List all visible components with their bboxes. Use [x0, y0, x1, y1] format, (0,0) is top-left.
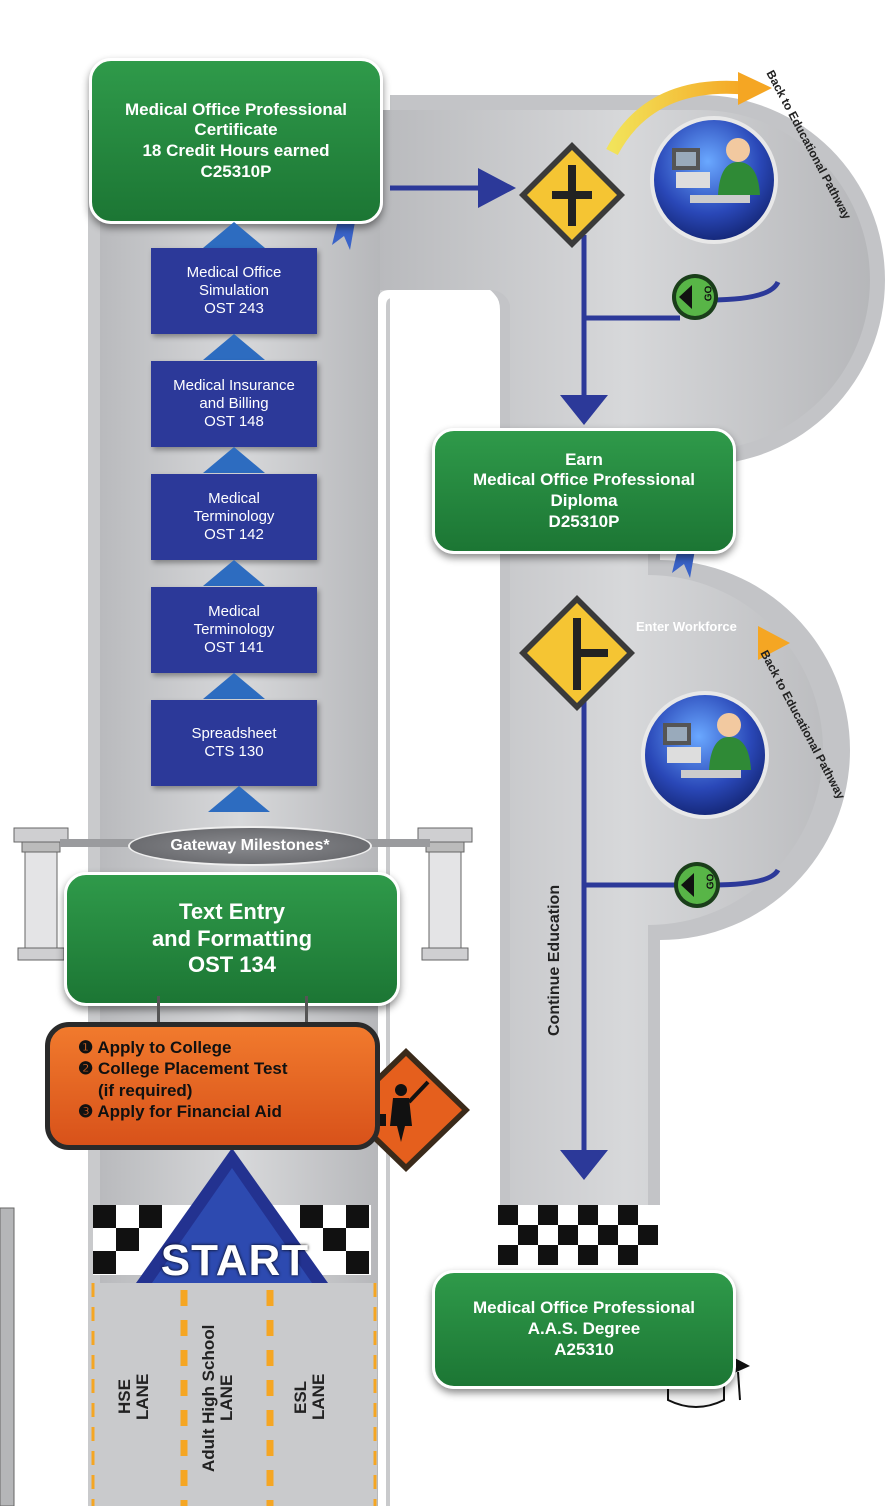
course-box-4: Spreadsheet CTS 130 — [151, 700, 317, 786]
course-box-0: Medical Office Simulation OST 243 — [151, 248, 317, 334]
start-label: START — [160, 1236, 310, 1285]
diploma-box: Earn Medical Office Professional Diploma… — [432, 428, 736, 554]
course-arrow-1 — [203, 334, 265, 360]
degree-box: Medical Office Professional A.A.S. Degre… — [432, 1270, 736, 1389]
course-arrow-0 — [203, 222, 265, 248]
lane-esl-name: ESL — [291, 1380, 310, 1414]
diploma-line3: Diploma — [550, 491, 618, 510]
sign-hook-left — [157, 996, 160, 1026]
certificate-hours: 18 Credit Hours earned — [142, 141, 330, 160]
top-road — [378, 95, 885, 1506]
course-code: OST 141 — [204, 639, 264, 656]
go-top-label: GO — [703, 285, 715, 302]
course-title: Medical Office — [186, 264, 282, 281]
go-bottom-label: GO — [705, 873, 717, 890]
diploma-line1: Earn — [565, 449, 603, 469]
course-title: Spreadsheet — [191, 725, 277, 742]
course-subtitle: Terminology — [193, 621, 275, 638]
step-financial-aid: ❸ Apply for Financial Aid — [78, 1101, 282, 1121]
text-entry-line2: and Formatting — [151, 925, 313, 951]
gateway-milestones-oval: Gateway Milestones* — [128, 826, 372, 866]
enter-workforce-arrow-top — [606, 80, 746, 156]
step-placement-note: (if required) — [98, 1080, 193, 1100]
certificate-line2: Certificate — [194, 120, 278, 140]
course-code: OST 148 — [204, 413, 264, 430]
course-code: OST 142 — [204, 526, 264, 543]
certificate-code: C25310P — [200, 161, 272, 181]
go-sign-top — [672, 274, 718, 320]
lane-hse-name: HSE — [115, 1379, 134, 1415]
lane-esl: ESL LANE — [291, 1352, 328, 1442]
lane-ahs-suffix: LANE — [216, 1374, 236, 1422]
lanes-area — [91, 1283, 377, 1506]
course-arrow-4 — [203, 673, 265, 699]
junction-sign-bottom — [519, 595, 635, 711]
course-box-2: Medical Terminology OST 142 — [151, 474, 317, 560]
flow-lines — [390, 185, 781, 1155]
course-title: Medical Insurance — [173, 377, 295, 394]
course-code: CTS 130 — [204, 743, 264, 760]
degree-code: A25310 — [554, 1339, 614, 1359]
course-arrow-3 — [203, 560, 265, 586]
text-entry-line3: OST 134 — [187, 952, 277, 978]
diploma-line2: Medical Office Professional — [472, 470, 695, 490]
enter-workforce-bottom-label: Enter Workforce — [636, 619, 737, 634]
gateway-column-right — [417, 827, 473, 961]
go-sign-bottom — [674, 862, 720, 908]
course-subtitle: and Billing — [199, 395, 269, 412]
lane-ahs-name: Adult High School — [199, 1324, 218, 1472]
course-arrow-2 — [203, 447, 265, 473]
lane-esl-suffix: LANE — [308, 1373, 328, 1421]
course-box-1: Medical Insurance and Billing OST 148 — [151, 361, 317, 447]
diploma-code: D25310P — [548, 511, 620, 531]
step-placement-test: ❷ College Placement Test — [78, 1059, 288, 1079]
course-title: Medical — [208, 490, 260, 507]
gateway-column-left — [13, 827, 69, 961]
course-subtitle: Terminology — [193, 508, 275, 525]
continue-education-label: Continue Education — [546, 884, 563, 1036]
worker-figure-top — [672, 138, 760, 203]
course-code: OST 243 — [204, 300, 264, 317]
edge-column-left — [0, 1207, 15, 1506]
lane-adult-high-school: Adult High School LANE — [199, 1298, 236, 1498]
course-arrow-5 — [208, 786, 270, 812]
lane-hse-suffix: LANE — [132, 1373, 152, 1421]
degree-line1: Medical Office Professional — [472, 1298, 695, 1318]
flow-arrowheads — [478, 168, 608, 1180]
degree-line2: A.A.S. Degree — [527, 1319, 641, 1339]
text-entry-line1: Text Entry — [179, 898, 285, 924]
finish-checkered-strip — [498, 1205, 668, 1265]
step-apply-college: ❶ Apply to College — [78, 1038, 232, 1057]
certificate-box: Medical Office Professional Certificate … — [89, 58, 383, 224]
course-box-3: Medical Terminology OST 141 — [151, 587, 317, 673]
course-subtitle: Simulation — [198, 282, 270, 299]
application-steps-sign: ❶ Apply to College ❷ College Placement T… — [45, 1022, 380, 1150]
text-entry-box: Text Entry and Formatting OST 134 — [64, 872, 400, 1006]
worker-figure-bottom — [663, 713, 751, 778]
gateway-label: Gateway Milestones* — [170, 837, 330, 854]
start-arrow — [136, 1148, 328, 1283]
course-title: Medical — [208, 603, 260, 620]
lane-hse: HSE LANE — [115, 1352, 152, 1442]
certificate-title: Medical Office Professional — [124, 99, 347, 119]
sign-hook-right — [305, 996, 308, 1026]
junction-sign-top — [519, 142, 625, 248]
